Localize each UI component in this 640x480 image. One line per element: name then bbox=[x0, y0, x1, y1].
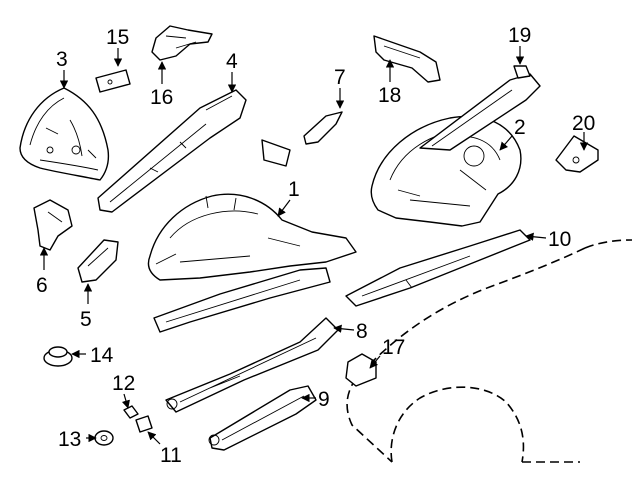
callout-15: 15 bbox=[106, 26, 129, 49]
callout-3: 3 bbox=[56, 48, 68, 71]
callout-10: 10 bbox=[548, 228, 571, 251]
part-5-bracket bbox=[77, 239, 119, 283]
leader-2 bbox=[499, 135, 513, 151]
part-12-bolt bbox=[123, 405, 139, 419]
callout-17: 17 bbox=[382, 336, 405, 359]
leader-1 bbox=[277, 199, 291, 217]
part-18-bracket bbox=[373, 35, 441, 83]
part-3-wheelhouse-panel bbox=[19, 87, 110, 181]
fender-outline bbox=[346, 239, 633, 463]
leader-12 bbox=[121, 393, 130, 409]
callout-5: 5 bbox=[80, 308, 92, 331]
callout-20: 20 bbox=[572, 112, 595, 135]
part-16-bracket bbox=[151, 25, 213, 61]
callout-13: 13 bbox=[58, 428, 81, 451]
part-19-clip bbox=[513, 65, 531, 79]
part-6-bracket bbox=[33, 199, 73, 251]
leader-10 bbox=[525, 232, 547, 241]
callout-14: 14 bbox=[90, 344, 114, 367]
part-1-lower-rail bbox=[153, 267, 331, 333]
part-4-upper-rail bbox=[97, 89, 247, 213]
leader-11 bbox=[147, 431, 161, 445]
leader-8 bbox=[333, 324, 355, 333]
callout-labels: 3 15 16 4 7 18 19 2 20 1 6 5 10 8 14 17 … bbox=[36, 24, 595, 467]
callout-12: 12 bbox=[112, 372, 135, 395]
callout-4: 4 bbox=[226, 50, 238, 73]
part-10-frame-rail bbox=[345, 229, 531, 307]
callout-8: 8 bbox=[356, 320, 368, 343]
part-20-bracket bbox=[555, 135, 599, 173]
callout-7: 7 bbox=[334, 66, 346, 89]
part-11-clip bbox=[135, 415, 153, 433]
part-9-frame-extension bbox=[208, 385, 317, 451]
part-7-bracket bbox=[303, 111, 343, 145]
part-14-grommet bbox=[43, 346, 73, 367]
part-1-wheelhouse bbox=[147, 139, 357, 281]
part-13-washer bbox=[94, 430, 114, 446]
callout-11: 11 bbox=[160, 444, 182, 467]
callout-2: 2 bbox=[514, 116, 526, 139]
callout-19: 19 bbox=[508, 24, 531, 47]
part-17-bracket bbox=[345, 353, 377, 387]
callout-1: 1 bbox=[288, 178, 300, 201]
callout-18: 18 bbox=[378, 84, 401, 107]
part-2-wheelhouse bbox=[370, 73, 541, 227]
part-15-plate bbox=[95, 69, 131, 93]
leader-lines bbox=[39, 46, 589, 445]
callout-16: 16 bbox=[150, 86, 173, 109]
callout-6: 6 bbox=[36, 274, 48, 297]
leader-17 bbox=[369, 355, 381, 369]
callout-9: 9 bbox=[318, 388, 330, 411]
